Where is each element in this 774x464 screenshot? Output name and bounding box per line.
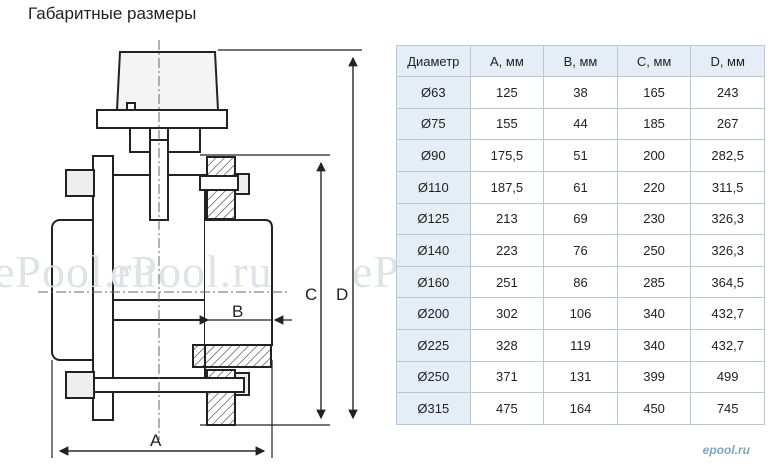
table-cell: 165 — [616, 76, 692, 109]
table-cell: 399 — [616, 360, 692, 394]
table-cell: 125 — [469, 76, 545, 109]
table-cell: 250 — [616, 234, 692, 267]
table-cell: 326,3 — [690, 234, 765, 267]
table-cell: 371 — [469, 360, 545, 394]
right-flange — [192, 156, 272, 426]
table-cell: 475 — [469, 392, 545, 425]
table-cell: 340 — [616, 297, 692, 330]
header-a: A, мм — [469, 45, 545, 77]
table-cell: 76 — [543, 234, 618, 267]
right-pipe — [205, 219, 273, 346]
cell-diameter: Ø63 — [396, 76, 471, 109]
table-cell: 44 — [543, 107, 618, 141]
cell-diameter: Ø225 — [396, 329, 471, 362]
table-cell: 164 — [543, 392, 618, 425]
table-cell: 86 — [543, 265, 618, 299]
table-cell: 282,5 — [690, 139, 765, 172]
table-cell: 131 — [543, 360, 618, 394]
table-cell: 499 — [690, 360, 765, 394]
table-cell: 326,3 — [690, 202, 765, 236]
cell-diameter: Ø200 — [396, 297, 471, 330]
table-cell: 243 — [690, 76, 765, 109]
cell-diameter: Ø75 — [396, 107, 471, 141]
table-cell: 450 — [616, 392, 692, 425]
cell-diameter: Ø250 — [396, 360, 471, 394]
bolt-rod — [93, 377, 245, 393]
left-flange — [65, 155, 114, 421]
cell-diameter: Ø125 — [396, 202, 471, 236]
cell-diameter: Ø160 — [396, 265, 471, 299]
table-cell: 745 — [690, 392, 765, 425]
valve-dimension-drawing: A B C D — [38, 40, 362, 458]
header-diameter: Диаметр — [396, 45, 471, 77]
cell-diameter: Ø110 — [396, 170, 471, 204]
table-cell: 267 — [690, 107, 765, 141]
table-cell: 69 — [543, 202, 618, 236]
table-cell: 187,5 — [469, 170, 545, 204]
dimension-lines — [51, 49, 362, 458]
table-cell: 285 — [616, 265, 692, 299]
table-cell: 106 — [543, 297, 618, 330]
header-d: D, мм — [690, 45, 765, 77]
table-cell: 220 — [616, 170, 692, 204]
table-cell: 340 — [616, 329, 692, 362]
table-header-row: Диаметр A, мм B, мм C, мм D, мм — [396, 45, 765, 77]
table-cell: 119 — [543, 329, 618, 362]
table-cell: 432,7 — [690, 297, 765, 330]
table-cell: 38 — [543, 76, 618, 109]
table-cell: 61 — [543, 170, 618, 204]
page-title: Габаритные размеры — [28, 4, 197, 23]
table-cell: 223 — [469, 234, 545, 267]
label-a: A — [150, 431, 162, 450]
table-cell: 302 — [469, 297, 545, 330]
cell-diameter: Ø315 — [396, 392, 471, 425]
table-cell: 328 — [469, 329, 545, 362]
cell-diameter: Ø140 — [396, 234, 471, 267]
table-cell: 311,5 — [690, 170, 765, 204]
label-b: B — [232, 302, 243, 321]
table-cell: 185 — [616, 107, 692, 141]
brand-logo: epool.ru — [702, 443, 750, 457]
table-cell: 230 — [616, 202, 692, 236]
table-cell: 213 — [469, 202, 545, 236]
table-cell: 175,5 — [469, 139, 545, 172]
table-cell: 51 — [543, 139, 618, 172]
label-c: C — [305, 285, 317, 304]
cell-diameter: Ø90 — [396, 139, 471, 172]
table-cell: 251 — [469, 265, 545, 299]
header-b: B, мм — [543, 45, 618, 77]
table-cell: 364,5 — [690, 265, 765, 299]
table-cell: 432,7 — [690, 329, 765, 362]
table-cell: 155 — [469, 107, 545, 141]
header-c: C, мм — [616, 45, 692, 77]
table-cell: 200 — [616, 139, 692, 172]
label-d: D — [336, 285, 348, 304]
